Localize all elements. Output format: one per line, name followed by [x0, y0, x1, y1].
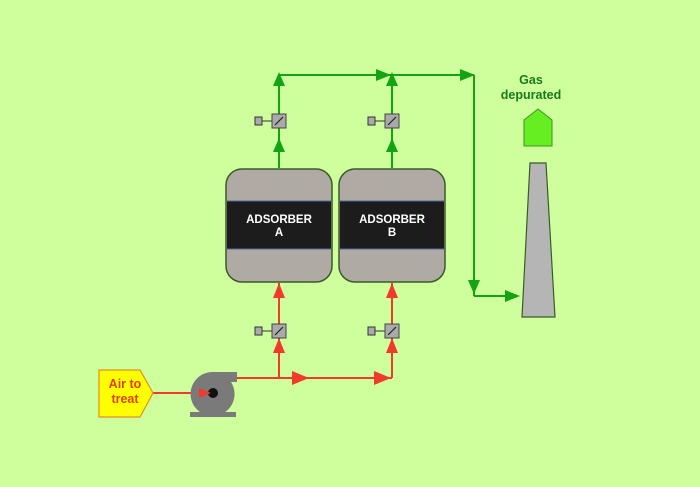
gas-depurated-tag: Gas depurated [501, 73, 561, 147]
arrow-right-1 [376, 69, 391, 81]
adsorber-b-label-line1: ADSORBER [359, 214, 426, 226]
arrow-up-b-low [386, 138, 398, 152]
gas-outlet-arrow-icon [523, 108, 553, 147]
arrow-right-stack [505, 290, 520, 302]
air-source-label-line2: treat [111, 392, 139, 406]
adsorber-a-label-line2: A [275, 227, 283, 239]
arrow-up-inlet-b-high [386, 283, 398, 298]
arrow-up-inlet-a-high [273, 283, 285, 298]
inlet-arrows [273, 283, 398, 385]
gas-depurated-label-line1: Gas [519, 73, 543, 87]
adsorber-b[interactable]: ADSORBER B [338, 168, 446, 283]
adsorber-a-label-line1: ADSORBER [246, 214, 313, 226]
valve-outlet-a[interactable] [254, 113, 287, 129]
air-source-tag[interactable]: Air to treat [98, 369, 154, 418]
gas-depurated-label-line2: depurated [501, 88, 561, 102]
chimney-stack[interactable] [521, 162, 556, 318]
arrow-up-inlet-b-low [386, 338, 398, 353]
arrow-right-2 [460, 69, 475, 81]
adsorber-b-label-line2: B [388, 227, 396, 239]
adsorber-a[interactable]: ADSORBER A [225, 168, 333, 283]
arrow-right-inlet-1 [292, 371, 309, 385]
air-source-label-line1: Air to [109, 377, 142, 391]
valve-inlet-b[interactable] [367, 323, 400, 339]
arrow-up-a-low [273, 138, 285, 152]
valve-outlet-b[interactable] [367, 113, 400, 129]
fan-blower-icon[interactable] [190, 371, 237, 417]
valve-inlet-a[interactable] [254, 323, 287, 339]
arrow-right-inlet-2 [374, 371, 391, 385]
arrow-up-inlet-a-low [273, 338, 285, 353]
arrow-up-b-high [386, 72, 398, 86]
outlet-arrows [273, 69, 520, 302]
arrow-up-a-high [273, 72, 285, 86]
arrow-down [468, 280, 480, 294]
